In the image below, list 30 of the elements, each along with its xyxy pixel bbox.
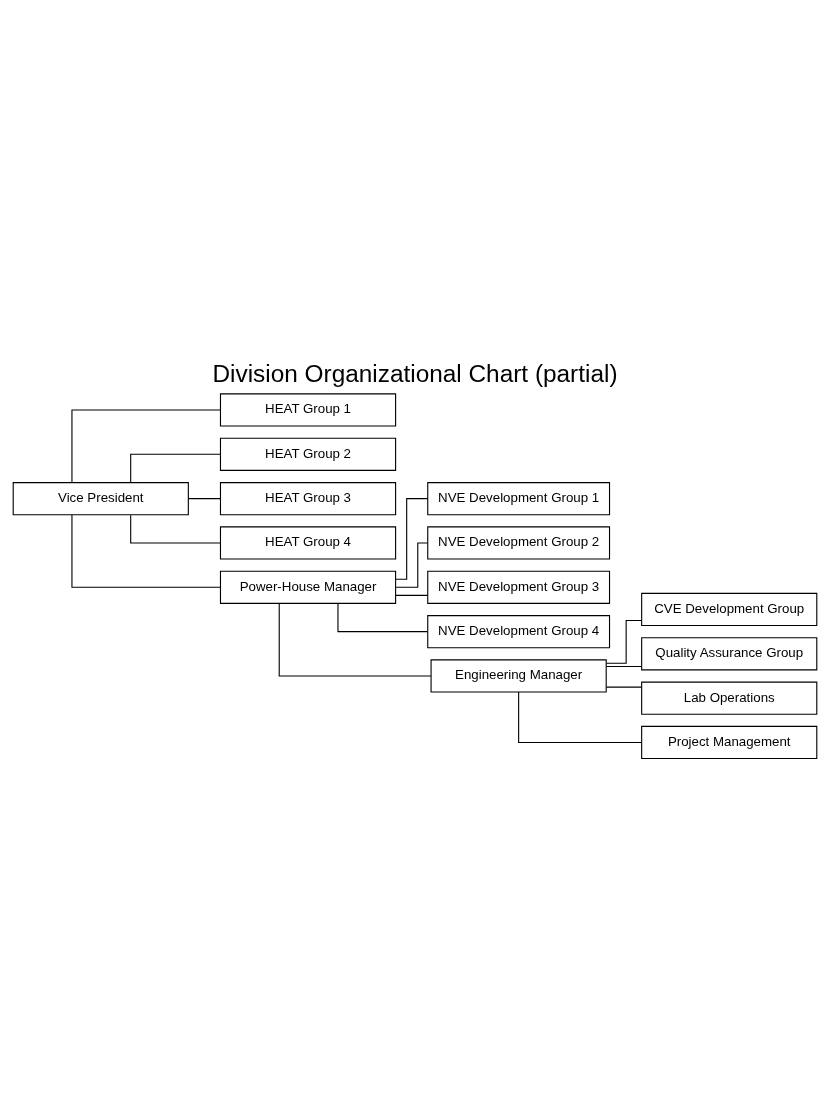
- connector: [130, 514, 221, 544]
- node-box: NVE Development Group 4: [427, 614, 611, 648]
- node-box: Vice President: [12, 481, 189, 515]
- node-box: Engineering Manager: [430, 658, 607, 693]
- node-box: Lab Operations: [641, 681, 818, 715]
- node-box: Quality Assurance Group: [641, 636, 818, 670]
- connector: [395, 541, 428, 588]
- node-box: NVE Development Group 1: [427, 481, 611, 515]
- connector: [395, 497, 429, 580]
- node-box: NVE Development Group 2: [427, 525, 611, 560]
- connector: [518, 691, 642, 743]
- node-box: Project Management: [641, 725, 818, 759]
- connector: [337, 602, 428, 632]
- connector: [71, 408, 221, 483]
- connector: [71, 513, 221, 588]
- connector: [278, 602, 432, 677]
- connector: [605, 686, 643, 688]
- connector: [605, 619, 642, 664]
- connector: [187, 497, 221, 499]
- diagram-title: Division Organizational Chart (partial): [212, 359, 618, 387]
- connector: [605, 665, 643, 667]
- connector: [395, 594, 429, 596]
- node-box: HEAT Group 3: [219, 481, 397, 515]
- node-box: HEAT Group 1: [219, 392, 397, 427]
- connector: [130, 453, 221, 483]
- node-box: CVE Development Group: [641, 592, 818, 626]
- node-box: Power-House Manager: [219, 570, 397, 604]
- node-box: HEAT Group 2: [219, 437, 397, 471]
- node-box: HEAT Group 4: [219, 525, 397, 560]
- node-box: NVE Development Group 3: [427, 570, 611, 604]
